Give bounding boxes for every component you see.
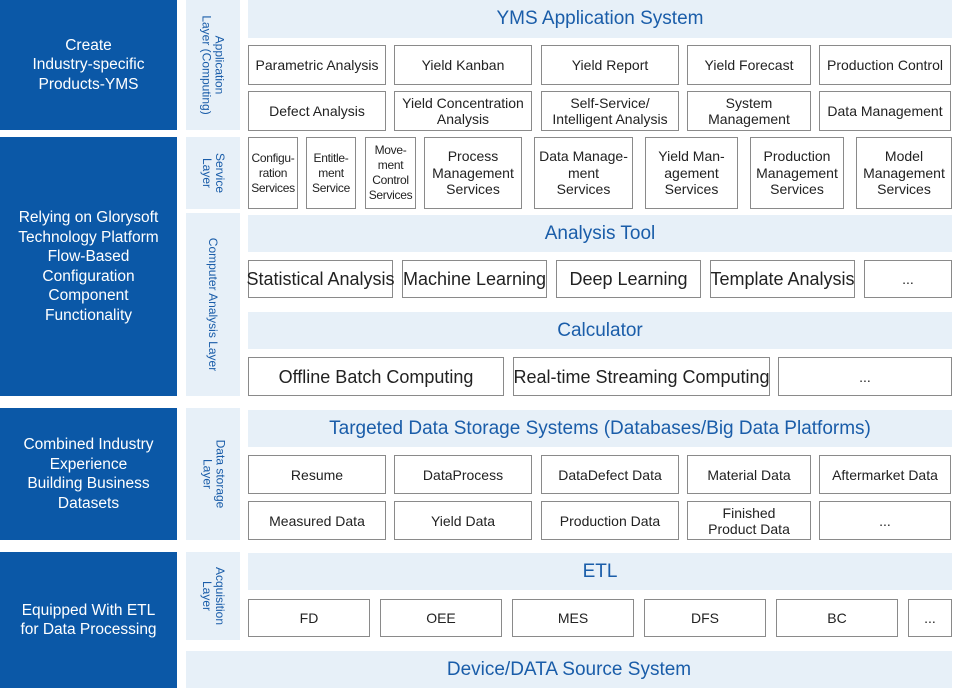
storage-material: Material Data: [687, 455, 811, 494]
etl-source-fd: FD: [248, 599, 370, 637]
storage-aftermarket: Aftermarket Data: [819, 455, 951, 494]
app-item-yield-kanban: Yield Kanban: [394, 45, 532, 85]
etl-title: ETL: [248, 553, 952, 590]
app-item-defect-analysis: Defect Analysis: [248, 91, 386, 131]
tool-deep-learning: Deep Learning: [556, 260, 701, 298]
etl-source-mes: MES: [512, 599, 634, 637]
etl-source-bc: BC: [776, 599, 898, 637]
service-configuration: Configu- ration Services: [248, 137, 298, 209]
app-item-production-control: Production Control: [819, 45, 951, 85]
app-item-yield-forecast: Yield Forecast: [687, 45, 811, 85]
storage-finished-product: Finished Product Data: [687, 501, 811, 540]
etl-source-oee: OEE: [380, 599, 502, 637]
analysis-tool-title: Analysis Tool: [248, 215, 952, 252]
tool-template-analysis: Template Analysis: [710, 260, 855, 298]
left-panel-datasets: Combined Industry Experience Building Bu…: [0, 408, 177, 540]
service-production-management: Production Management Services: [750, 137, 844, 209]
service-entitlement: Entitle- ment Service: [306, 137, 356, 209]
layer-label-computer-analysis: Computer Analysis Layer: [186, 213, 240, 396]
tool-more: ...: [864, 260, 952, 298]
service-data-management: Data Manage- ment Services: [534, 137, 633, 209]
app-item-yield-report: Yield Report: [541, 45, 679, 85]
app-item-self-service: Self-Service/ Intelligent Analysis: [541, 91, 679, 131]
storage-production: Production Data: [541, 501, 679, 540]
storage-resume: Resume: [248, 455, 386, 494]
service-movement-control: Move- ment Control Services: [365, 137, 416, 209]
storage-title: Targeted Data Storage Systems (Databases…: [248, 410, 952, 447]
app-item-data-management: Data Management: [819, 91, 951, 131]
layer-label-acquisition: Acquisition Layer: [186, 552, 240, 640]
left-panel-platform: Relying on Glorysoft Technology Platform…: [0, 137, 177, 396]
storage-dataprocess: DataProcess: [394, 455, 532, 494]
service-model-management: Model Management Services: [856, 137, 952, 209]
layer-label-service: Service Layer: [186, 137, 240, 209]
storage-datadefect: DataDefect Data: [541, 455, 679, 494]
etl-source-more: ...: [908, 599, 952, 637]
layer-label-data-storage: Data storage Layer: [186, 408, 240, 540]
tool-machine-learning: Machine Learning: [402, 260, 547, 298]
tool-statistical-analysis: Statistical Analysis: [246, 260, 395, 298]
calc-more: ...: [778, 357, 952, 396]
left-panel-yms: Create Industry-specific Products-YMS: [0, 0, 177, 130]
device-data-source-bar: Device/DATA Source System: [186, 651, 952, 688]
storage-yield: Yield Data: [394, 501, 532, 540]
left-panel-etl: Equipped With ETL for Data Processing: [0, 552, 177, 688]
calculator-title: Calculator: [248, 312, 952, 349]
app-item-parametric-analysis: Parametric Analysis: [248, 45, 386, 85]
app-item-yield-concentration: Yield Concentration Analysis: [394, 91, 532, 131]
service-process-management: Process Management Services: [424, 137, 522, 209]
etl-source-dfs: DFS: [644, 599, 766, 637]
storage-measured: Measured Data: [248, 501, 386, 540]
app-item-system-management: System Management: [687, 91, 811, 131]
service-yield-management: Yield Man- agement Services: [645, 137, 738, 209]
storage-more: ...: [819, 501, 951, 540]
calc-realtime-streaming: Real-time Streaming Computing: [513, 357, 770, 396]
application-title: YMS Application System: [248, 0, 952, 38]
calc-offline-batch: Offline Batch Computing: [248, 357, 504, 396]
layer-label-application: Application Layer (Computing): [186, 0, 240, 130]
